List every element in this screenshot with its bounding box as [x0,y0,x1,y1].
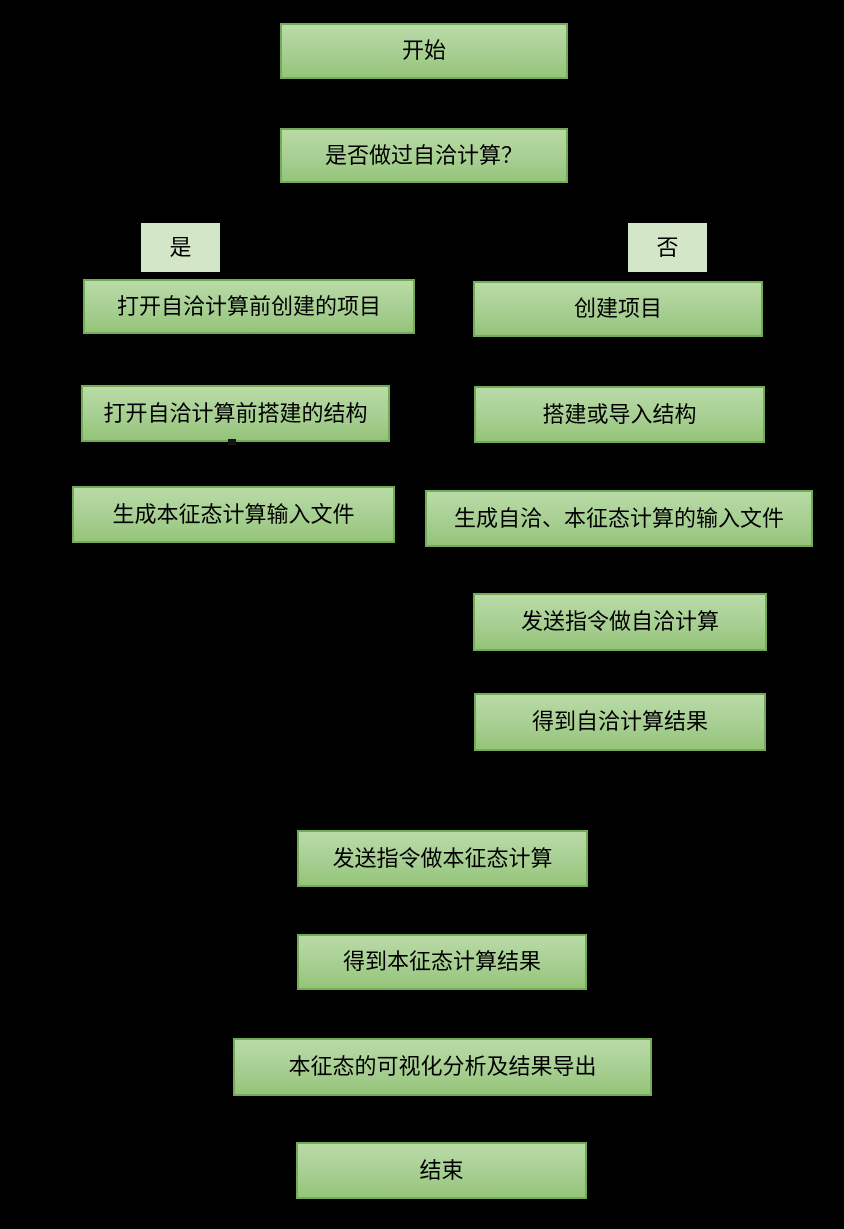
flow-node-scf-result: 得到自洽计算结果 [474,693,766,751]
flow-node-create-project: 创建项目 [473,281,763,337]
flow-node-start: 开始 [280,23,568,79]
flow-node-send-scf-command: 发送指令做自洽计算 [473,593,767,651]
flow-node-open-project: 打开自洽计算前创建的项目 [83,279,415,334]
flow-node-visualization-export: 本征态的可视化分析及结果导出 [233,1038,652,1096]
branch-label-yes: 是 [141,223,220,272]
flow-node-generate-scf-eigen-input: 生成自洽、本征态计算的输入文件 [425,490,813,547]
flow-node-open-structure: 打开自洽计算前搭建的结构 [81,385,390,442]
flow-node-build-import-structure: 搭建或导入结构 [474,386,765,443]
flow-node-end: 结束 [296,1142,587,1199]
flow-node-generate-eigen-input: 生成本征态计算输入文件 [72,486,395,543]
branch-label-no: 否 [628,223,707,272]
stray-mark [228,439,236,445]
flow-node-send-eigen-command: 发送指令做本征态计算 [297,830,588,887]
flow-node-eigen-result: 得到本征态计算结果 [297,934,587,990]
flow-node-decision-scf-done: 是否做过自洽计算？ [280,128,568,183]
